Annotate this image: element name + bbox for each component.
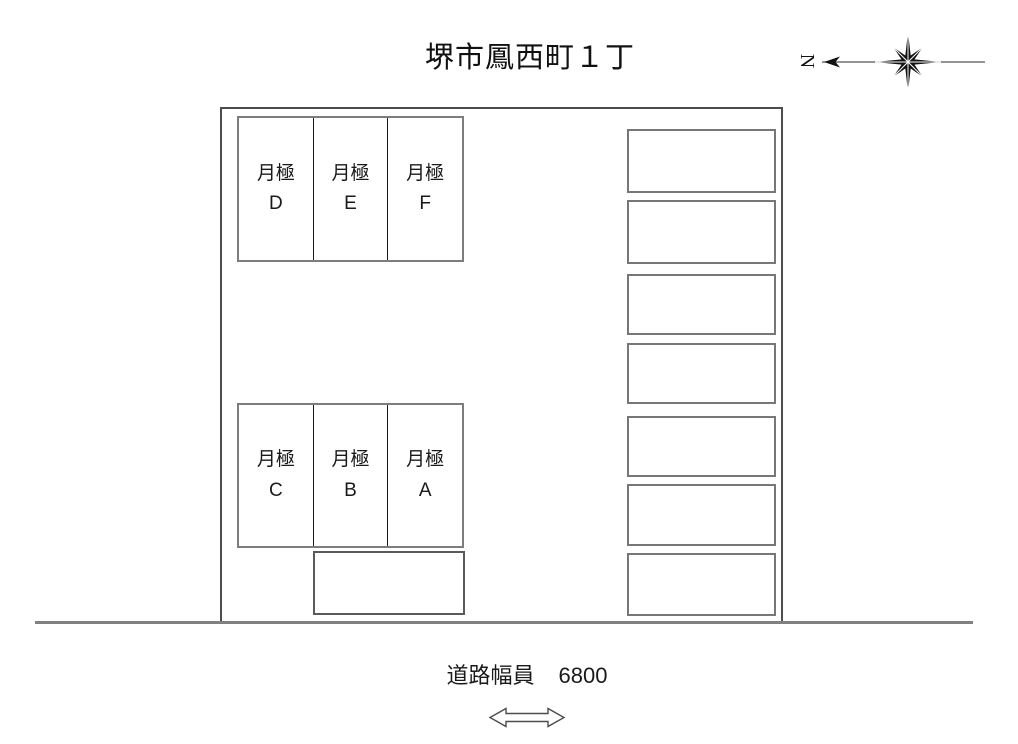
space-id-label: A (418, 479, 432, 501)
parking-space-unlabeled-bottom (313, 551, 465, 615)
space-type-label: 月極 (406, 162, 445, 184)
parking-block-lower: 月極 C 月極 B 月極 A (237, 403, 464, 548)
parking-space-unlabeled-right-5 (627, 416, 776, 477)
parking-block-upper: 月極 D 月極 E 月極 F (237, 116, 464, 262)
parking-space-B: 月極 B (312, 405, 388, 546)
compass-rose-icon (822, 32, 985, 92)
parking-space-unlabeled-right-2 (627, 200, 776, 264)
space-id-label: E (344, 193, 357, 214)
parking-space-unlabeled-right-7 (627, 553, 776, 616)
page-title: 堺市鳳西町１丁 (424, 42, 635, 74)
road-width-value: 6800 (558, 663, 608, 688)
space-id-label: B (344, 479, 357, 501)
parking-space-A: 月極 A (387, 405, 462, 546)
site-boundary (220, 107, 783, 623)
parking-space-unlabeled-right-3 (627, 274, 776, 335)
space-id-label: D (268, 193, 283, 214)
parking-space-unlabeled-right-4 (627, 343, 776, 404)
space-type-label: 月極 (406, 449, 445, 471)
space-type-label: 月極 (256, 449, 295, 471)
road-edge-line (35, 621, 973, 624)
parking-space-D: 月極 D (239, 118, 313, 260)
space-type-label: 月極 (331, 162, 370, 184)
space-type-label: 月極 (331, 449, 370, 471)
road-width-label: 道路幅員 6800 (377, 658, 677, 690)
road-width-text: 道路幅員 (446, 663, 535, 688)
parking-space-unlabeled-right-6 (627, 484, 776, 546)
space-id-label: F (419, 193, 431, 214)
compass-north-dart (824, 56, 840, 68)
parking-space-unlabeled-right-1 (627, 129, 776, 193)
road-width-arrow-icon (488, 707, 566, 728)
parking-space-F: 月極 F (387, 118, 462, 260)
parking-space-C: 月極 C (239, 405, 313, 546)
parking-space-E: 月極 E (312, 118, 388, 260)
space-id-label: C (268, 479, 283, 501)
space-type-label: 月極 (256, 162, 295, 184)
compass-north-label: N (796, 53, 818, 69)
